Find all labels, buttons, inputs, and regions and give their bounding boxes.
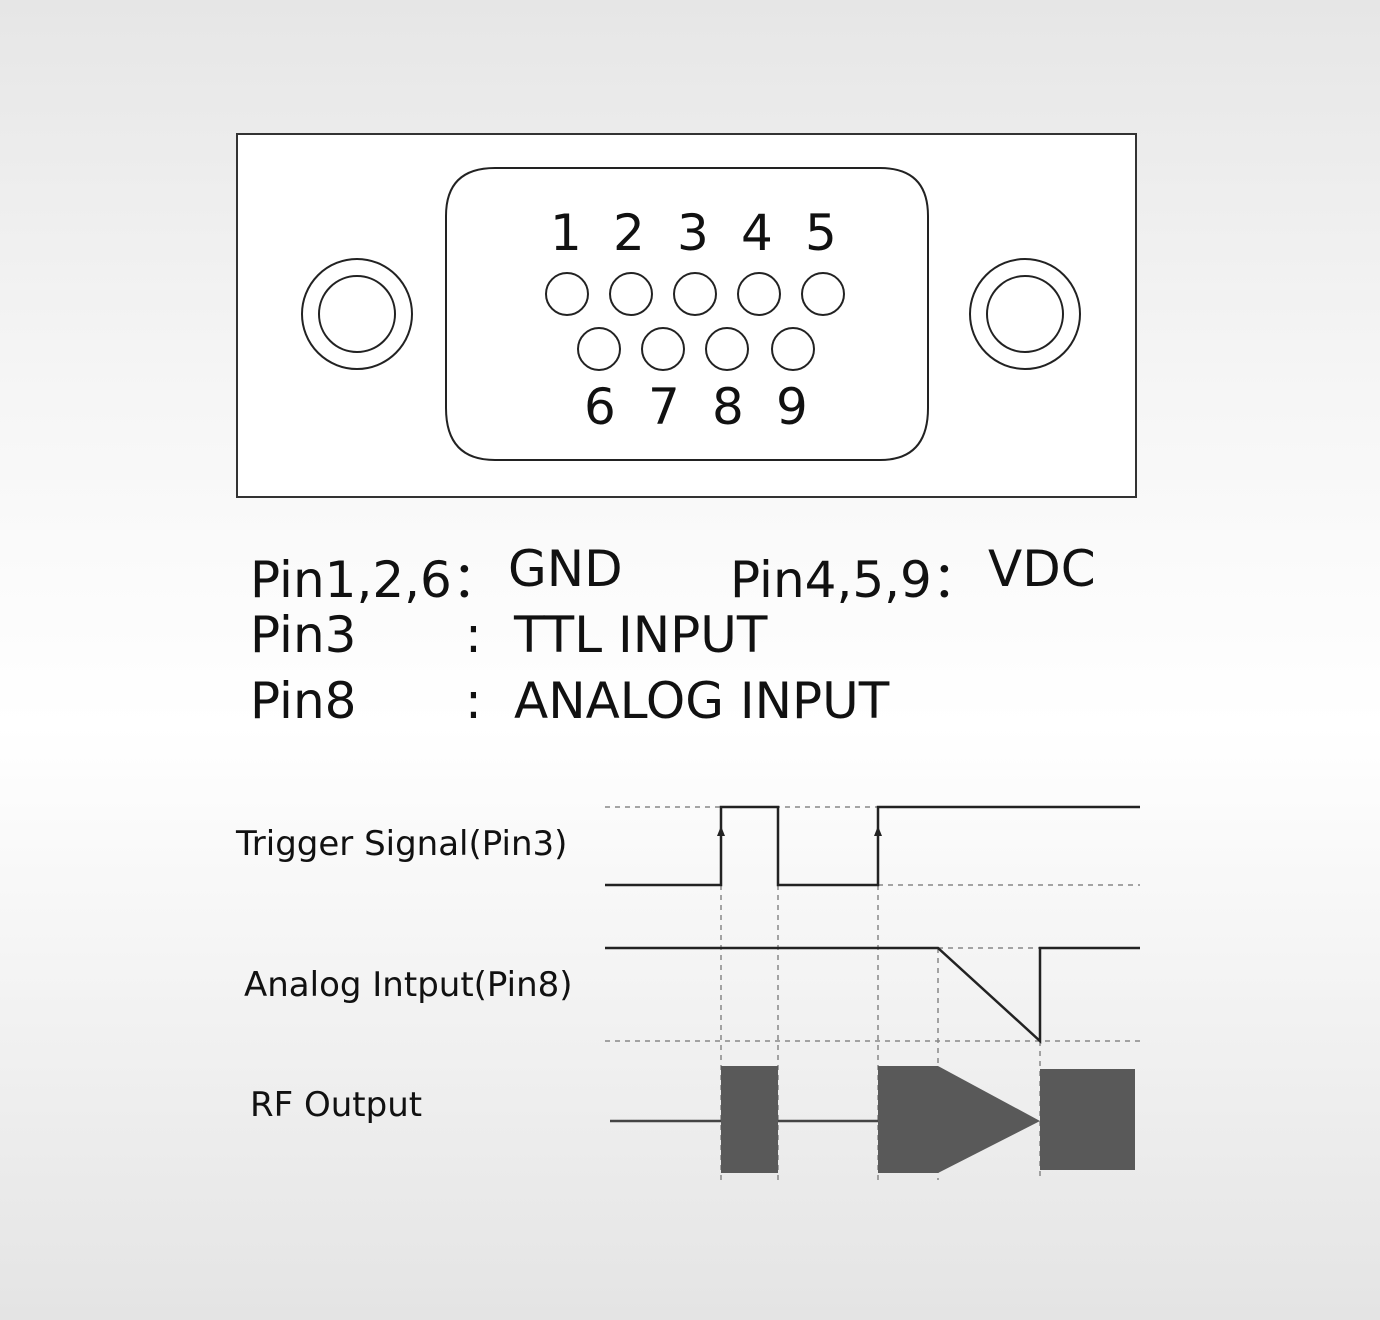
- rf-output-label: RF Output: [250, 1085, 423, 1125]
- legend-vdc: VDC: [988, 540, 1096, 598]
- pin-6: [577, 327, 621, 371]
- trigger-waveform: [605, 805, 1140, 887]
- rising-edge-arrow-icon: [717, 826, 882, 836]
- pin-3: [673, 272, 717, 316]
- mounting-hole-left: [301, 258, 413, 370]
- pin-8: [705, 327, 749, 371]
- legend-gnd: GND: [508, 540, 623, 598]
- legend-vdc-pins: Pin4,5,9：: [730, 551, 982, 609]
- legend-analog-input: ANALOG INPUT: [514, 672, 890, 730]
- analog-input-label: Analog Intput(Pin8): [244, 965, 573, 1005]
- pin-number: 2: [613, 204, 645, 262]
- pin-1: [545, 272, 589, 316]
- legend-gnd-pins: Pin1,2,6：: [250, 551, 502, 609]
- pin-number: 9: [776, 378, 808, 436]
- trigger-signal-label: Trigger Signal(Pin3): [236, 824, 568, 864]
- pin-2: [609, 272, 653, 316]
- pin-7: [641, 327, 685, 371]
- pin-number: 6: [584, 378, 616, 436]
- legend-separator: :: [465, 606, 482, 664]
- pin-number: 3: [677, 204, 709, 262]
- pin-number: 8: [712, 378, 744, 436]
- pin-number: 5: [805, 204, 837, 262]
- legend-ttl-input: TTL INPUT: [514, 606, 768, 664]
- d-sub-shell: [445, 167, 929, 461]
- mounting-hole-right: [969, 258, 1081, 370]
- pin-5: [801, 272, 845, 316]
- pin-number: 1: [550, 204, 582, 262]
- rf-output-waveform: [610, 1066, 1135, 1173]
- analog-waveform: [605, 946, 1140, 1044]
- legend-analog-pin: Pin8: [250, 672, 357, 730]
- legend-separator: :: [465, 672, 482, 730]
- pin-4: [737, 272, 781, 316]
- pin-9: [771, 327, 815, 371]
- connector-plate: [236, 133, 1137, 498]
- pin-number: 7: [648, 378, 680, 436]
- legend-ttl-pin: Pin3: [250, 606, 357, 664]
- pin-number: 4: [741, 204, 773, 262]
